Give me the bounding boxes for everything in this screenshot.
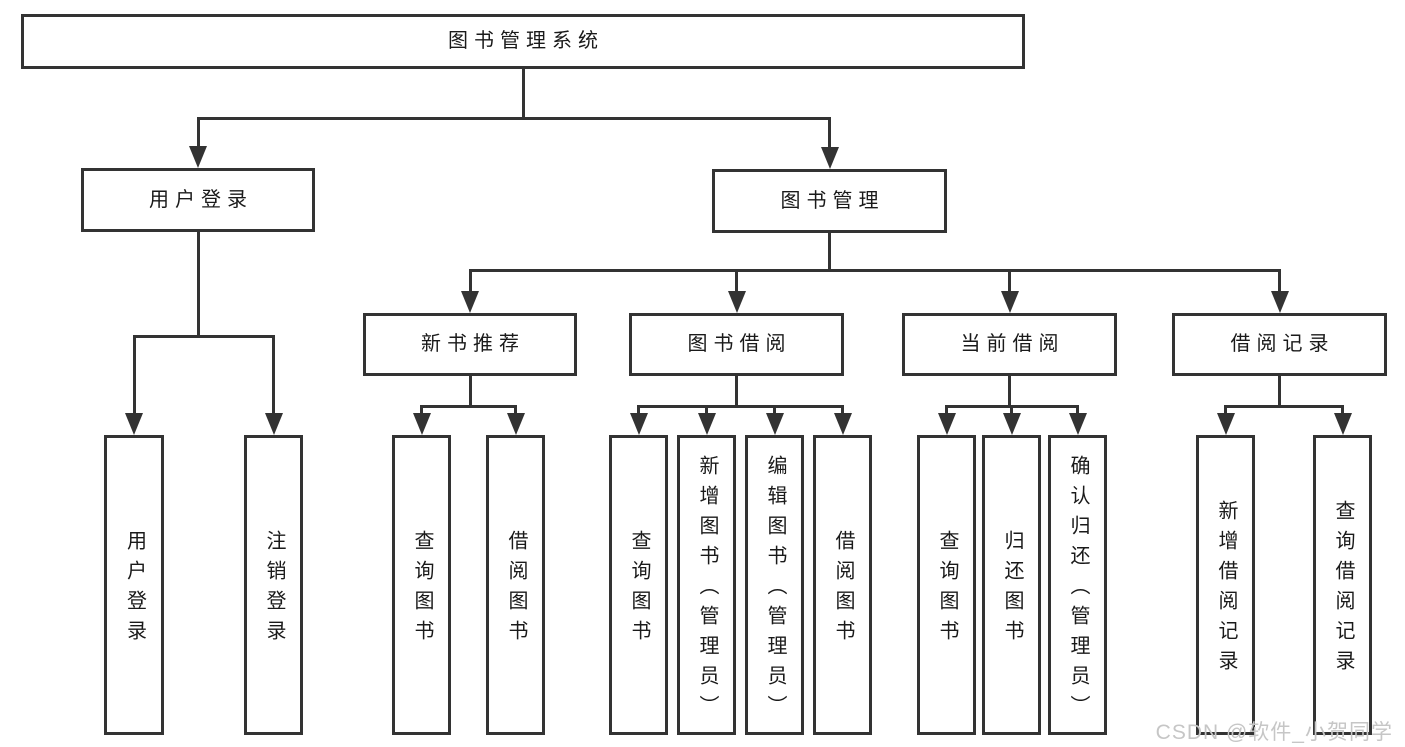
connector-stem-book-borrow bbox=[735, 376, 738, 406]
node-leaf-rb-query: 查询借阅记录 bbox=[1313, 435, 1372, 735]
arrow-down-icon-book-mgmt bbox=[820, 147, 839, 169]
connector-drop-user-login bbox=[196, 118, 200, 152]
arrow-down-icon-user-login bbox=[189, 146, 207, 168]
connector-drop-borrow-record bbox=[1278, 270, 1281, 297]
node-label-leaf-user-login: 用户登录 bbox=[123, 530, 146, 650]
connector-bus-book-mgmt bbox=[468, 268, 1281, 272]
node-label-leaf-bor-borrow: 借阅图书 bbox=[832, 530, 854, 650]
node-label-leaf-cur-query: 查询图书 bbox=[936, 530, 958, 650]
node-label-current-borrow: 当前借阅 bbox=[960, 333, 1065, 355]
node-label-book-borrow: 图书借阅 bbox=[687, 333, 792, 355]
node-leaf-logout: 注销登录 bbox=[244, 435, 303, 735]
node-leaf-rec-query: 查询图书 bbox=[392, 435, 451, 735]
connector-drop-book-borrow bbox=[735, 270, 738, 297]
node-current-borrow: 当前借阅 bbox=[902, 313, 1117, 376]
node-label-leaf-bor-edit: 编辑图书（管理员） bbox=[764, 455, 786, 725]
node-borrow-record: 借阅记录 bbox=[1172, 313, 1387, 376]
node-leaf-user-login: 用户登录 bbox=[104, 435, 164, 735]
connector-drop-book-mgmt bbox=[828, 118, 831, 153]
node-book-mgmt: 图书管理 bbox=[712, 169, 947, 233]
node-book-borrow: 图书借阅 bbox=[629, 313, 844, 376]
connector-drop-current-borrow bbox=[1008, 270, 1011, 297]
connector-drop-leaf-logout bbox=[272, 336, 275, 419]
node-label-leaf-rec-borrow: 借阅图书 bbox=[505, 530, 527, 650]
connector-drop-leaf-bor-edit bbox=[773, 406, 776, 419]
node-label-leaf-rec-query: 查询图书 bbox=[411, 530, 433, 650]
connector-drop-leaf-bor-borrow bbox=[841, 406, 844, 419]
connector-drop-leaf-rb-query bbox=[1341, 406, 1344, 419]
arrow-down-icon-leaf-cur-return bbox=[1002, 413, 1021, 435]
connector-stem-root bbox=[521, 69, 525, 118]
connector-drop-leaf-rec-borrow bbox=[514, 406, 517, 419]
arrow-down-icon-current-borrow bbox=[1000, 291, 1019, 313]
node-label-user-login: 用户登录 bbox=[149, 188, 253, 211]
connector-stem-book-mgmt bbox=[828, 233, 831, 270]
connector-drop-leaf-user-login bbox=[132, 336, 136, 419]
arrow-down-icon-leaf-rb-add bbox=[1216, 413, 1235, 435]
node-leaf-bor-add: 新增图书（管理员） bbox=[677, 435, 736, 735]
connector-bus-new-book-rec bbox=[420, 404, 517, 408]
connector-drop-leaf-cur-query bbox=[945, 406, 948, 419]
node-label-leaf-bor-add: 新增图书（管理员） bbox=[696, 455, 718, 725]
node-label-leaf-cur-confirm: 确认归还（管理员） bbox=[1067, 455, 1089, 725]
arrow-down-icon-new-book-rec bbox=[461, 291, 479, 313]
node-leaf-rec-borrow: 借阅图书 bbox=[486, 435, 545, 735]
node-leaf-bor-query: 查询图书 bbox=[609, 435, 668, 735]
connector-drop-leaf-cur-confirm bbox=[1076, 406, 1079, 419]
connector-drop-leaf-rb-add bbox=[1224, 406, 1227, 419]
node-label-leaf-logout: 注销登录 bbox=[263, 530, 285, 650]
connector-drop-leaf-bor-add bbox=[705, 406, 708, 419]
node-root: 图书管理系统 bbox=[21, 14, 1025, 69]
node-label-book-mgmt: 图书管理 bbox=[780, 189, 885, 212]
arrow-down-icon-leaf-bor-add bbox=[697, 413, 716, 435]
node-leaf-bor-borrow: 借阅图书 bbox=[813, 435, 872, 735]
watermark: CSDN @软件_小贺同学 bbox=[1155, 721, 1393, 744]
node-label-leaf-bor-query: 查询图书 bbox=[628, 530, 650, 650]
arrow-down-icon-leaf-cur-confirm bbox=[1068, 413, 1087, 435]
arrow-down-icon-leaf-cur-query bbox=[937, 413, 956, 435]
arrow-down-icon-leaf-bor-edit bbox=[765, 413, 784, 435]
node-leaf-bor-edit: 编辑图书（管理员） bbox=[745, 435, 804, 735]
connector-bus-root bbox=[196, 116, 831, 120]
node-leaf-rb-add: 新增借阅记录 bbox=[1196, 435, 1255, 735]
node-label-leaf-rb-add: 新增借阅记录 bbox=[1215, 500, 1237, 680]
arrow-down-icon-leaf-logout bbox=[264, 413, 283, 435]
connector-drop-leaf-bor-query bbox=[637, 406, 640, 419]
node-new-book-rec: 新书推荐 bbox=[363, 313, 577, 376]
arrow-down-icon-borrow-record bbox=[1270, 291, 1289, 313]
arrow-down-icon-leaf-rec-borrow bbox=[506, 413, 525, 435]
connector-drop-new-book-rec bbox=[468, 270, 472, 297]
connector-bus-book-borrow bbox=[637, 404, 844, 408]
node-label-leaf-rb-query: 查询借阅记录 bbox=[1332, 500, 1354, 680]
connector-bus-user-login bbox=[132, 334, 275, 338]
arrow-down-icon-leaf-user-login bbox=[125, 413, 143, 435]
connector-bus-borrow-record bbox=[1224, 404, 1344, 408]
connector-stem-new-book-rec bbox=[468, 376, 472, 406]
arrow-down-icon-leaf-bor-query bbox=[629, 413, 648, 435]
arrow-down-icon-book-borrow bbox=[727, 291, 746, 313]
node-leaf-cur-query: 查询图书 bbox=[917, 435, 976, 735]
connector-drop-leaf-cur-return bbox=[1010, 406, 1013, 419]
node-leaf-cur-return: 归还图书 bbox=[982, 435, 1041, 735]
node-label-new-book-rec: 新书推荐 bbox=[421, 333, 525, 355]
node-user-login: 用户登录 bbox=[81, 168, 315, 232]
node-leaf-cur-confirm: 确认归还（管理员） bbox=[1048, 435, 1107, 735]
arrow-down-icon-leaf-rb-query bbox=[1333, 413, 1352, 435]
node-label-leaf-cur-return: 归还图书 bbox=[1001, 530, 1023, 650]
arrow-down-icon-leaf-rec-query bbox=[412, 413, 431, 435]
node-label-borrow-record: 借阅记录 bbox=[1230, 333, 1335, 355]
connector-stem-user-login bbox=[196, 232, 200, 336]
connector-drop-leaf-rec-query bbox=[420, 406, 423, 419]
connector-stem-current-borrow bbox=[1008, 376, 1011, 406]
node-label-root: 图书管理系统 bbox=[448, 30, 604, 52]
connector-stem-borrow-record bbox=[1278, 376, 1281, 406]
arrow-down-icon-leaf-bor-borrow bbox=[833, 413, 852, 435]
